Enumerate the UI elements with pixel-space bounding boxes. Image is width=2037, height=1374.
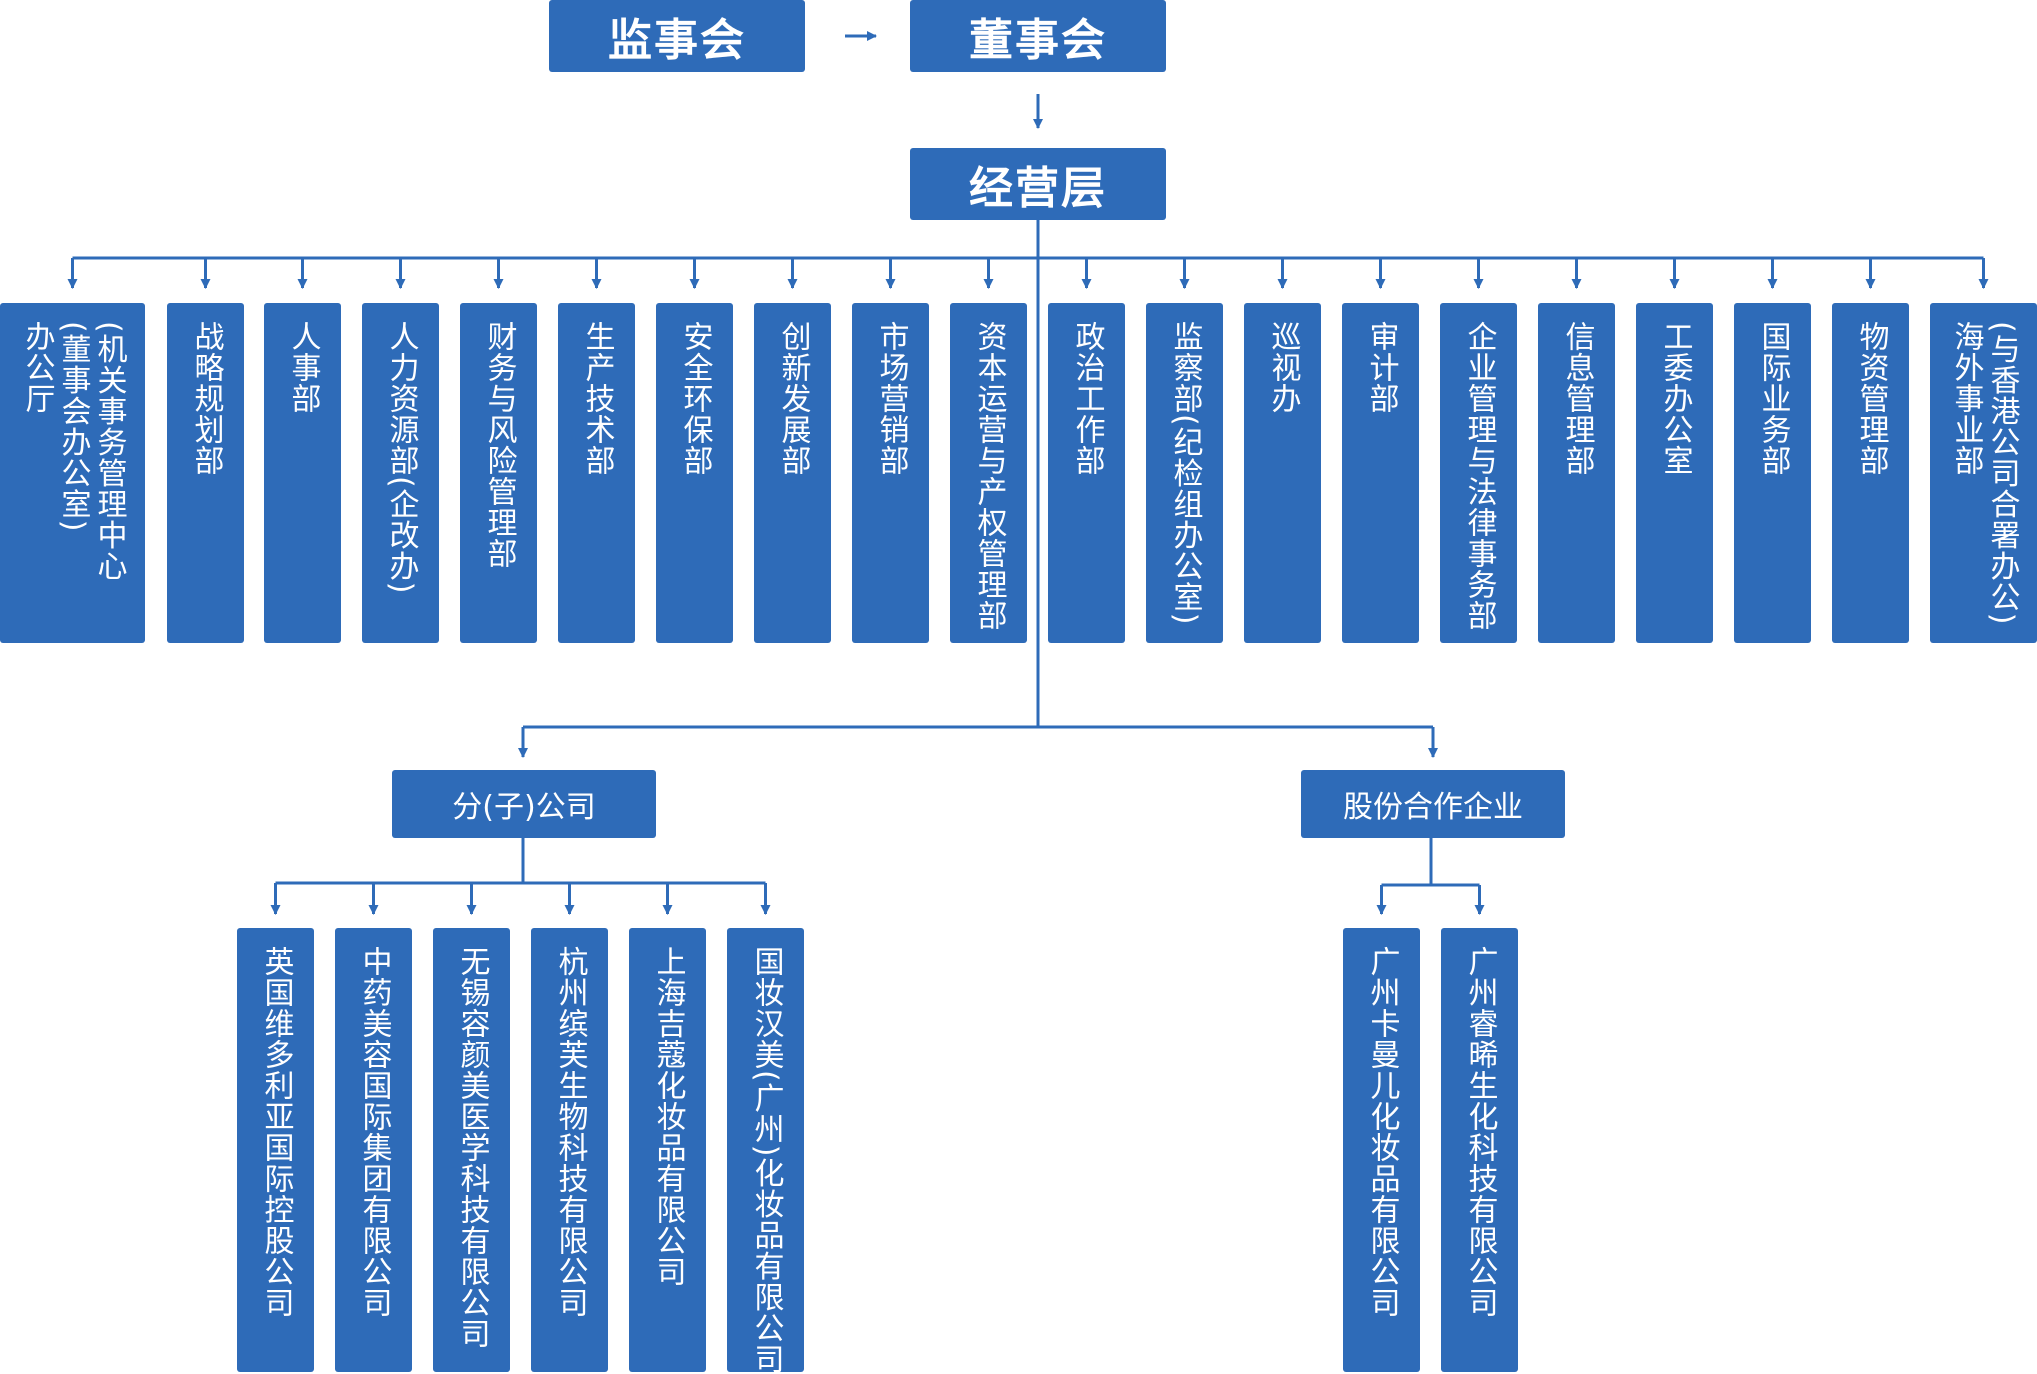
department-label: 国际业务部 bbox=[1755, 321, 1791, 476]
department-label: (与香港公司合署办公) bbox=[1984, 321, 2020, 626]
department-box: 安全环保部 bbox=[656, 303, 733, 643]
management-box: 经营层 bbox=[910, 148, 1166, 220]
department-box: 人力资源部(企改办) bbox=[362, 303, 439, 643]
department-label: 市场营销部 bbox=[873, 321, 909, 476]
board-of-directors-box: 董事会 bbox=[910, 0, 1166, 72]
department-box: 战略规划部 bbox=[167, 303, 244, 643]
company-label: 国妆汉美(广州)化妆品有限公司 bbox=[748, 946, 784, 1374]
company-label: 杭州缤芙生物科技有限公司 bbox=[552, 946, 588, 1318]
department-box: 审计部 bbox=[1342, 303, 1419, 643]
department-box: 市场营销部 bbox=[852, 303, 929, 643]
department-box: 财务与风险管理部 bbox=[460, 303, 537, 643]
department-box: 企业管理与法律事务部 bbox=[1440, 303, 1517, 643]
subsidiaries-group-label: 分(子)公司 bbox=[452, 790, 596, 825]
company-box: 国妆汉美(广州)化妆品有限公司 bbox=[727, 928, 804, 1374]
management-label: 经营层 bbox=[969, 163, 1107, 214]
department-label: 人事部 bbox=[285, 321, 321, 414]
supervisory-board-box: 监事会 bbox=[549, 0, 805, 72]
company-box: 广州睿晞生化科技有限公司 bbox=[1441, 928, 1518, 1372]
department-label: 企业管理与法律事务部 bbox=[1461, 321, 1497, 631]
department-box: 国际业务部 bbox=[1734, 303, 1811, 643]
company-label: 英国维多利亚国际控股公司 bbox=[258, 946, 294, 1318]
supervisory-board-label: 监事会 bbox=[608, 15, 746, 66]
department-label: 信息管理部 bbox=[1559, 321, 1595, 476]
department-box: 巡视办 bbox=[1244, 303, 1321, 643]
department-label: 战略规划部 bbox=[188, 321, 224, 476]
department-box: 信息管理部 bbox=[1538, 303, 1615, 643]
department-label: 创新发展部 bbox=[775, 321, 811, 476]
company-box: 上海吉蔻化妆品有限公司 bbox=[629, 928, 706, 1372]
company-label: 中药美容国际集团有限公司 bbox=[356, 946, 392, 1318]
department-box: 创新发展部 bbox=[754, 303, 831, 643]
joint-ventures-group-label: 股份合作企业 bbox=[1343, 790, 1523, 825]
company-label: 上海吉蔻化妆品有限公司 bbox=[650, 946, 686, 1287]
department-label: 办公厅 bbox=[19, 321, 55, 414]
department-label: 财务与风险管理部 bbox=[481, 321, 517, 569]
company-label: 广州睿晞生化科技有限公司 bbox=[1462, 946, 1498, 1318]
department-box: 人事部 bbox=[264, 303, 341, 643]
department-label: 人力资源部(企改办) bbox=[383, 321, 419, 595]
company-label: 广州卡曼儿化妆品有限公司 bbox=[1364, 946, 1400, 1318]
department-box: 生产技术部 bbox=[558, 303, 635, 643]
company-box: 杭州缤芙生物科技有限公司 bbox=[531, 928, 608, 1372]
company-box: 无锡容颜美医学科技有限公司 bbox=[433, 928, 510, 1372]
board-of-directors-label: 董事会 bbox=[969, 15, 1107, 66]
department-box: 物资管理部 bbox=[1832, 303, 1909, 643]
department-box: (机关事务管理中心(董事会办公室)办公厅 bbox=[0, 303, 145, 643]
department-label: 监察部(纪检组办公室) bbox=[1167, 321, 1203, 626]
department-label: 巡视办 bbox=[1265, 321, 1301, 414]
department-label: 政治工作部 bbox=[1069, 321, 1105, 476]
department-label: 生产技术部 bbox=[579, 321, 615, 476]
department-box: 资本运营与产权管理部 bbox=[950, 303, 1027, 643]
subsidiaries-group-box: 分(子)公司 bbox=[392, 770, 656, 838]
department-box: (与香港公司合署办公)海外事业部 bbox=[1930, 303, 2037, 643]
department-box: 政治工作部 bbox=[1048, 303, 1125, 643]
company-label: 无锡容颜美医学科技有限公司 bbox=[454, 946, 490, 1349]
company-box: 广州卡曼儿化妆品有限公司 bbox=[1343, 928, 1420, 1372]
department-label: 海外事业部 bbox=[1948, 321, 1984, 476]
company-box: 中药美容国际集团有限公司 bbox=[335, 928, 412, 1372]
department-label: 资本运营与产权管理部 bbox=[971, 321, 1007, 631]
department-label: 物资管理部 bbox=[1853, 321, 1889, 476]
department-label: 审计部 bbox=[1363, 321, 1399, 414]
department-label: 工委办公室 bbox=[1657, 321, 1693, 476]
joint-ventures-group-box: 股份合作企业 bbox=[1301, 770, 1565, 838]
department-box: 监察部(纪检组办公室) bbox=[1146, 303, 1223, 643]
department-label: (机关事务管理中心 bbox=[91, 321, 127, 582]
department-label: 安全环保部 bbox=[677, 321, 713, 476]
department-label: (董事会办公室) bbox=[55, 321, 91, 533]
department-box: 工委办公室 bbox=[1636, 303, 1713, 643]
company-box: 英国维多利亚国际控股公司 bbox=[237, 928, 314, 1372]
